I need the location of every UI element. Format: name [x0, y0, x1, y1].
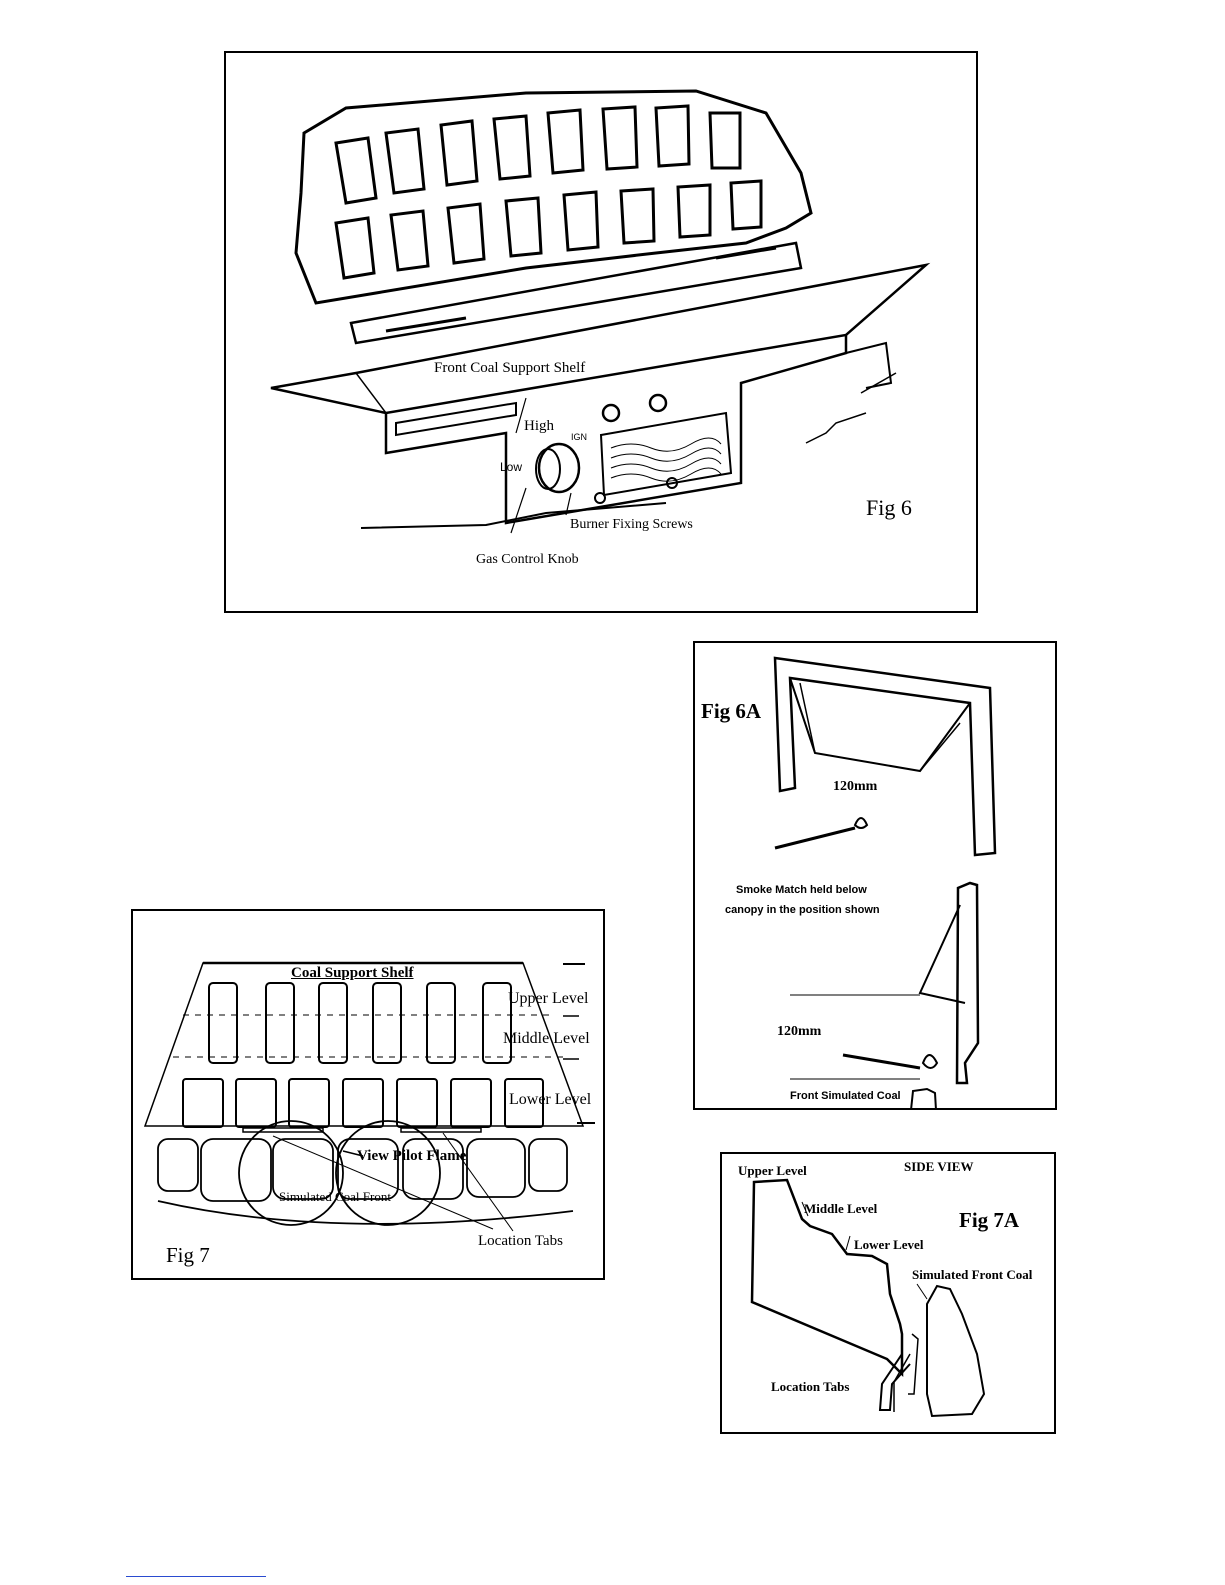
footnote-separator	[126, 1576, 266, 1577]
fig7-label-lower-level: Lower Level	[509, 1091, 592, 1108]
fig6-label-ign: IGN	[571, 432, 588, 442]
fig6a-label-smoke-match-2: canopy in the position shown	[725, 904, 880, 916]
fig6-burner-screw-left	[594, 492, 606, 504]
fig7a-label-side-view: SIDE VIEW	[904, 1159, 974, 1174]
fig7-lower-coals	[182, 1078, 544, 1128]
fig7-label-upper-level: Upper Level	[508, 990, 589, 1007]
fig6-label-front-coal-support-shelf: Front Coal Support Shelf	[434, 360, 586, 376]
fig7a-front-coal	[926, 1284, 986, 1418]
fig7a-label-upper-level: Upper Level	[738, 1163, 807, 1178]
fig6a-label-smoke-match-1: Smoke Match held below	[736, 884, 867, 896]
fig6-back-rail	[349, 241, 803, 345]
fig7-simulated-coal-front	[157, 1120, 574, 1226]
fig6-label-title: Fig 6	[866, 495, 912, 520]
fig6-label-high: High	[524, 418, 554, 434]
fig6-gas-control-knob	[537, 442, 581, 494]
fig6a-canopy-front	[773, 656, 997, 857]
fig7a-drawing	[750, 1178, 986, 1418]
fig7a-label-location-tabs: Location Tabs	[771, 1379, 850, 1394]
fig7a-coal-profile	[750, 1178, 904, 1378]
fig7a-label-title: Fig 7A	[959, 1208, 1020, 1232]
fig6a-drawing	[773, 656, 997, 1108]
fig6a-label-front-simulated-coal: Front Simulated Coal	[790, 1090, 901, 1102]
fig6a-label-measure-top: 120mm	[833, 779, 878, 794]
fig7a-label-simulated-front-coal: Simulated Front Coal	[912, 1267, 1033, 1282]
fig6a-canopy-side	[955, 881, 980, 1085]
fig6a-label-measure-bottom: 120mm	[777, 1024, 822, 1039]
fig7a-panel: Upper Level SIDE VIEW Middle Level Fig 7…	[720, 1152, 1056, 1434]
fig7-label-middle-level: Middle Level	[503, 1030, 590, 1047]
fig6-burner-screw-right	[666, 477, 678, 489]
fig7a-label-lower-level: Lower Level	[854, 1237, 924, 1252]
fig7-panel: Coal Support Shelf Upper Level Middle Le…	[131, 909, 605, 1280]
fig6-label-burner-fixing-screws: Burner Fixing Screws	[570, 517, 693, 532]
fig7a-label-middle-level: Middle Level	[804, 1201, 878, 1216]
fig6-flame-window	[599, 411, 733, 497]
fig6-label-low: Low	[500, 460, 523, 474]
fig7-label-view-pilot-flame: View Pilot Flame	[357, 1148, 467, 1164]
fig6-coal-bed	[294, 89, 813, 305]
fig7-label-title: Fig 7	[166, 1243, 210, 1267]
fig6-drawing	[270, 89, 931, 534]
fig6-burner-body	[384, 335, 848, 525]
fig6a-panel: Fig 6A 120mm Smoke Match held below cano…	[693, 641, 1057, 1110]
fig7-label-simulated-coal-front: Simulated Coal Front	[279, 1189, 391, 1204]
fig6-coal-pieces	[334, 104, 763, 280]
fig6a-front-coal-block	[910, 1087, 937, 1108]
fig6-button-left	[601, 403, 621, 423]
fig7-drawing	[143, 961, 595, 1232]
fig6-panel: Front Coal Support Shelf High IGN Low Bu…	[224, 51, 978, 613]
fig7-upper-coals	[208, 982, 512, 1064]
fig6a-label-title: Fig 6A	[701, 699, 762, 723]
fig6-label-gas-control-knob: Gas Control Knob	[476, 552, 579, 567]
fig7-label-coal-support-shelf: Coal Support Shelf	[291, 965, 414, 981]
fig6-button-right	[648, 393, 668, 413]
fig7-label-location-tabs: Location Tabs	[478, 1233, 563, 1249]
